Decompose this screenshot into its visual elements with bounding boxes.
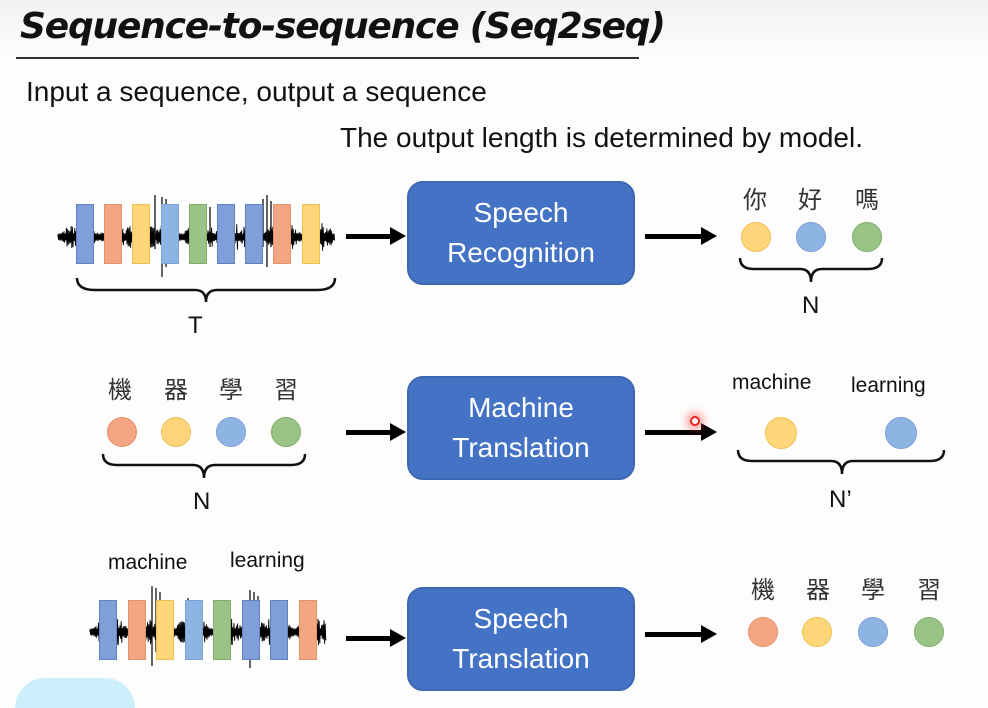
brace-T [75, 277, 337, 303]
token-text: 機 [108, 376, 132, 404]
arrow-in-2 [346, 423, 406, 441]
audio-frame-bar [273, 204, 292, 264]
audio-frame-bar [76, 204, 94, 264]
token-text: 習 [917, 576, 941, 604]
audio-frame-bar [156, 600, 174, 660]
label-N-prime: N’ [829, 486, 852, 513]
token-circle [885, 417, 917, 449]
machine-translation-box: Machine Translation [407, 376, 635, 480]
audio-frame-bar [245, 204, 264, 264]
header-background [0, 0, 988, 60]
label-T: T [188, 312, 203, 339]
audio-frame-bar [104, 204, 123, 264]
mouse-pointer-indicator [690, 416, 700, 426]
token-text: 習 [274, 376, 298, 404]
speech-translation-box: Speech Translation [407, 587, 635, 691]
token-circle [765, 417, 797, 449]
token-circle [914, 617, 944, 647]
token-circle [741, 222, 771, 252]
token-text: 學 [861, 576, 885, 604]
audio-waveform-2 [89, 586, 327, 668]
audio-frame-bar [99, 600, 117, 660]
token-circle [796, 222, 826, 252]
audio-frame-bar [298, 600, 317, 660]
corner-decoration [15, 678, 135, 708]
arrow-in-1 [346, 227, 406, 245]
token-circle [858, 617, 888, 647]
box-label-line1: Machine [468, 392, 574, 423]
audio-frame-bar [217, 204, 235, 264]
token-text: 器 [806, 576, 830, 604]
audio-frame-bar [241, 600, 260, 660]
token-text: learning [851, 374, 926, 397]
slide-title: Sequence-to-sequence (Seq2seq) [20, 6, 666, 47]
token-text: 器 [164, 376, 188, 404]
arrow-out-3 [645, 625, 717, 643]
box-label-line2: Translation [452, 643, 590, 674]
token-text: 學 [219, 376, 243, 404]
title-underline [16, 57, 639, 59]
speech-recognition-box: Speech Recognition [407, 181, 635, 285]
token-circle [852, 222, 882, 252]
token-text: 好 [798, 186, 822, 214]
input-word: learning [230, 549, 305, 572]
input-word: machine [108, 551, 188, 574]
audio-frame-bar [160, 204, 179, 264]
token-circle [107, 417, 137, 447]
box-label-line2: Recognition [447, 237, 595, 268]
brace-N-2 [101, 453, 307, 479]
label-N: N [802, 292, 820, 319]
token-text: 嗎 [855, 186, 879, 214]
arrow-in-3 [346, 629, 406, 647]
arrow-out-1 [645, 227, 717, 245]
arrow-out-2 [645, 423, 717, 441]
audio-frame-bar [270, 600, 288, 660]
audio-frame-bar [132, 204, 151, 264]
token-circle [748, 617, 778, 647]
box-label-line2: Translation [452, 432, 590, 463]
audio-frame-bar [188, 204, 207, 264]
brace-N-prime [736, 449, 946, 475]
token-circle [271, 417, 301, 447]
label-N: N [193, 488, 211, 515]
box-label-line1: Speech [473, 603, 569, 634]
audio-frame-bar [127, 600, 146, 660]
subtitle: Input a sequence, output a sequence [26, 76, 487, 107]
token-text: 機 [751, 576, 775, 604]
waveform-path [89, 618, 327, 646]
token-text: machine [732, 371, 812, 394]
token-circle [216, 417, 246, 447]
brace-N-1 [738, 257, 884, 283]
token-circle [161, 417, 191, 447]
audio-frame-bar [184, 600, 203, 660]
audio-frame-bar [213, 600, 231, 660]
output-length-note: The output length is determined by model… [340, 122, 863, 153]
box-label-line1: Speech [473, 197, 569, 228]
token-text: 你 [743, 186, 767, 214]
token-circle [802, 617, 832, 647]
audio-frame-bar [301, 204, 320, 264]
